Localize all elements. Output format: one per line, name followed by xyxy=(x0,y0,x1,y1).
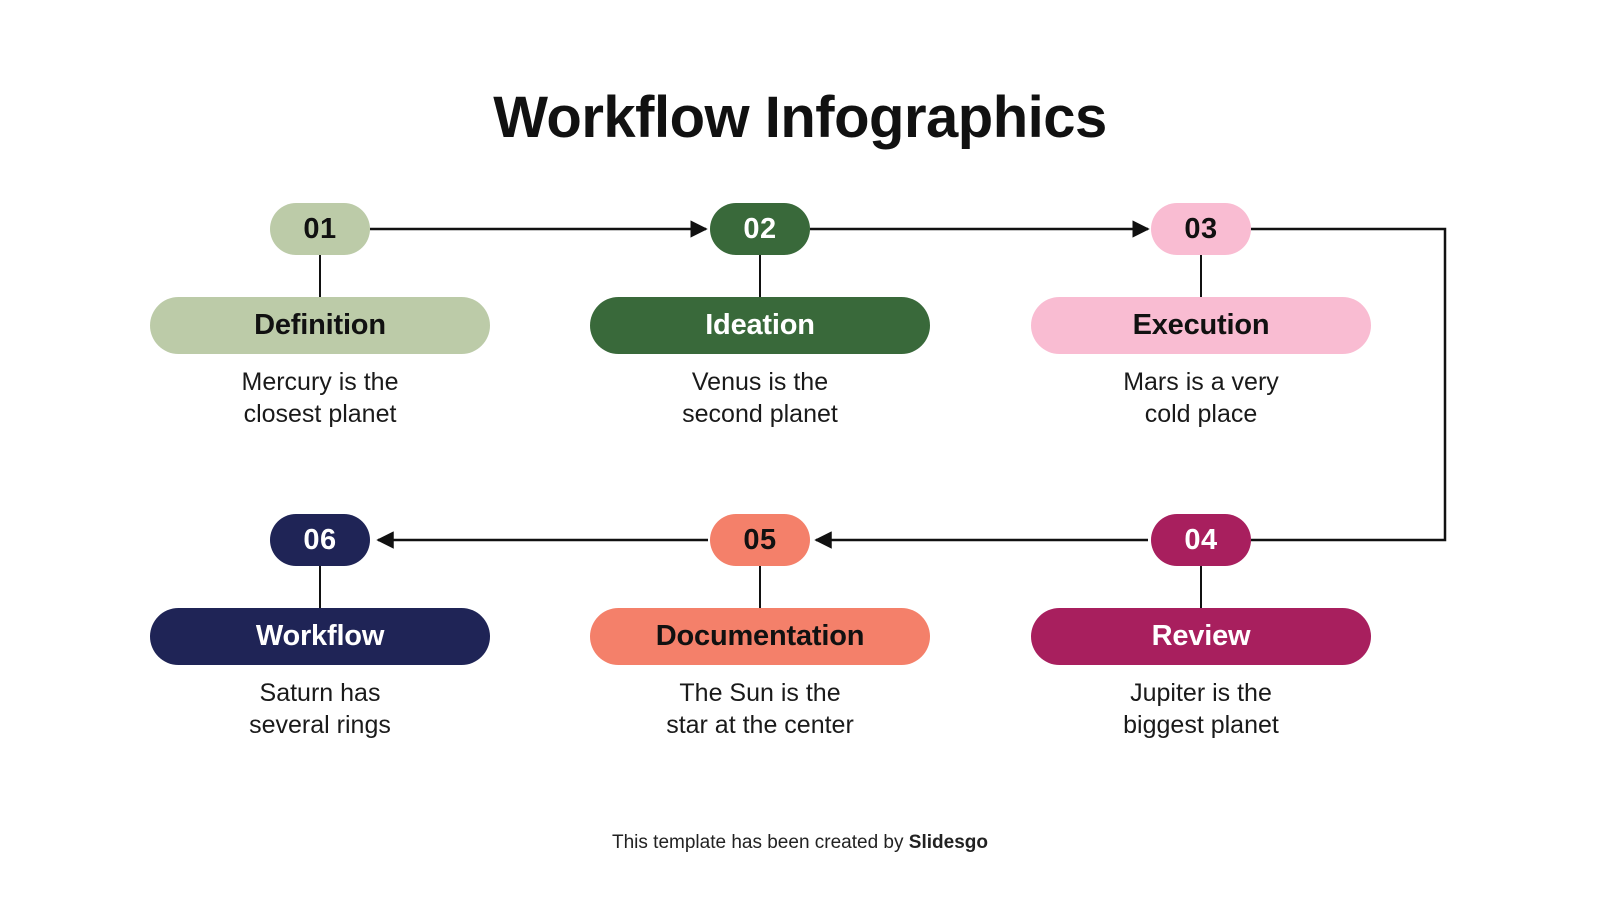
step-03-number: 03 xyxy=(1184,212,1218,245)
step-02-stem xyxy=(759,255,761,297)
step-05-label-pill[interactable]: Documentation xyxy=(590,608,930,665)
step-03-description: Mars is a very cold place xyxy=(1123,368,1279,428)
step-05-description: The Sun is the star at the center xyxy=(666,679,854,739)
step-01-number: 01 xyxy=(303,212,337,245)
step-03-label: Execution xyxy=(1132,309,1270,341)
step-03-label-pill[interactable]: Execution xyxy=(1031,297,1371,354)
step-02-label-pill[interactable]: Ideation xyxy=(590,297,930,354)
step-02-number-pill[interactable]: 02 xyxy=(710,203,810,255)
step-01-label: Definition xyxy=(254,309,386,341)
step-04-stem xyxy=(1200,566,1202,608)
step-06-description: Saturn has several rings xyxy=(249,679,391,739)
step-05-stem xyxy=(759,566,761,608)
step-02-label: Ideation xyxy=(705,309,815,341)
step-03-number-pill[interactable]: 03 xyxy=(1151,203,1251,255)
step-03-stem xyxy=(1200,255,1202,297)
step-01-number-pill[interactable]: 01 xyxy=(270,203,370,255)
step-06-number: 06 xyxy=(303,523,337,556)
step-06-stem xyxy=(319,566,321,608)
step-06-label-pill[interactable]: Workflow xyxy=(150,608,490,665)
step-02-number: 02 xyxy=(743,212,777,245)
step-04-description: Jupiter is the biggest planet xyxy=(1123,679,1279,739)
step-01-stem xyxy=(319,255,321,297)
step-01-description: Mercury is the closest planet xyxy=(241,368,399,428)
step-06-number-pill[interactable]: 06 xyxy=(270,514,370,566)
footer-text: This template has been created by xyxy=(612,832,909,853)
step-04-label-pill[interactable]: Review xyxy=(1031,608,1371,665)
step-02-description: Venus is the second planet xyxy=(682,368,838,428)
footer-credit: This template has been created by Slides… xyxy=(0,832,1600,854)
step-01-label-pill[interactable]: Definition xyxy=(150,297,490,354)
step-04-number: 04 xyxy=(1184,523,1218,556)
step-05-number-pill[interactable]: 05 xyxy=(710,514,810,566)
footer-brand: Slidesgo xyxy=(908,832,988,853)
step-04-number-pill[interactable]: 04 xyxy=(1151,514,1251,566)
step-04-label: Review xyxy=(1151,620,1251,652)
step-05-number: 05 xyxy=(743,523,777,556)
step-05-label: Documentation xyxy=(655,620,865,652)
step-06-label: Workflow xyxy=(255,620,385,652)
page-title: Workflow Infographics xyxy=(493,85,1107,150)
